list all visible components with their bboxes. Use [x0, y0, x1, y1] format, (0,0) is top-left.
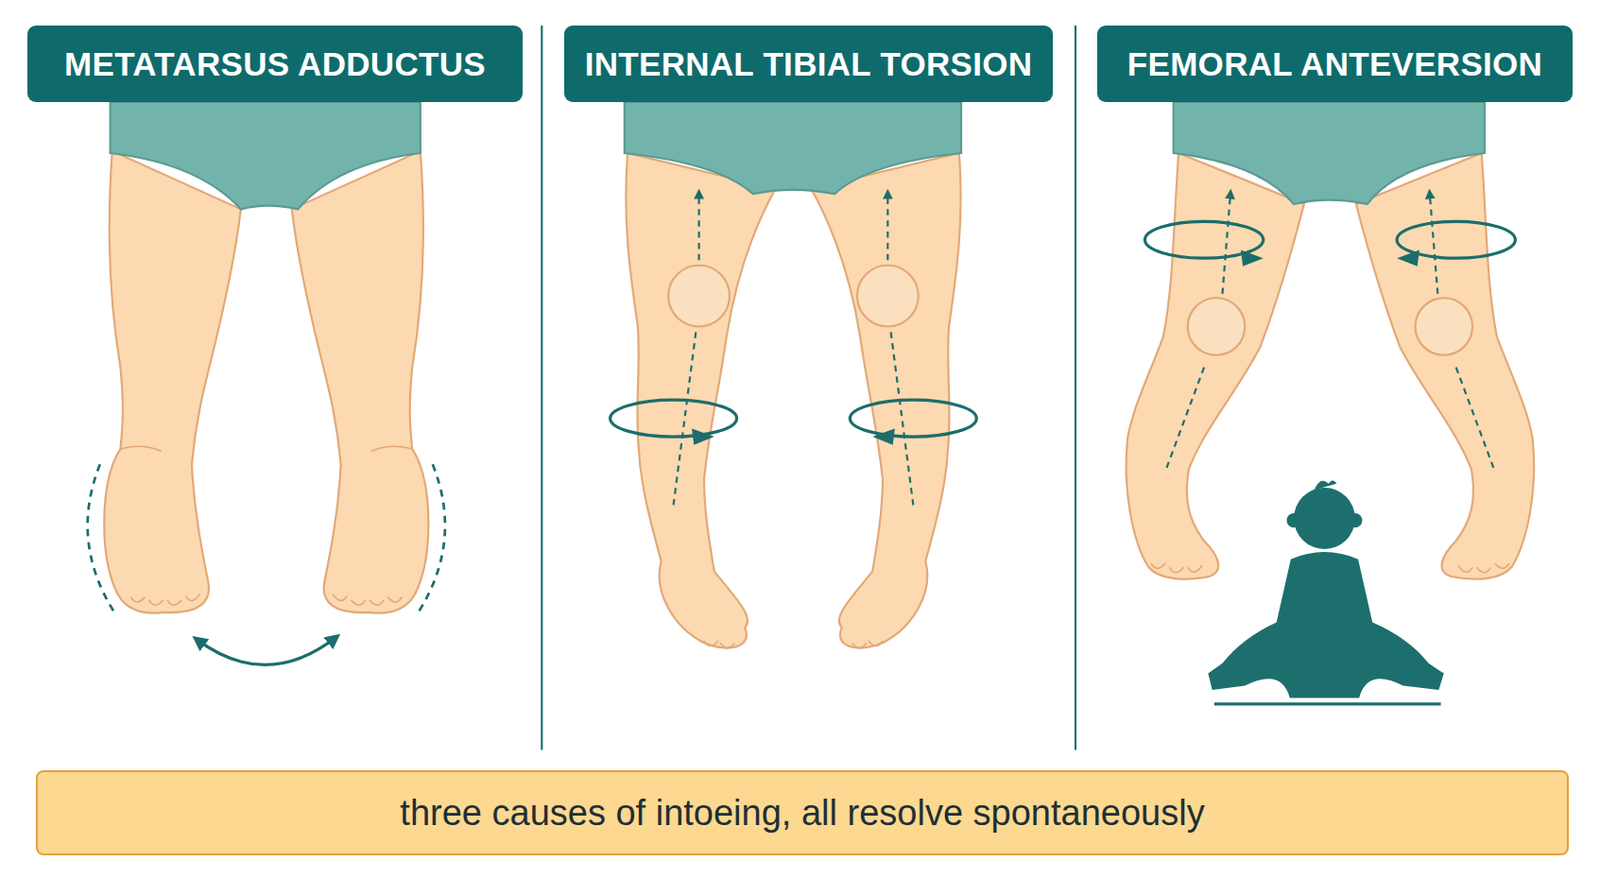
rotation-ring: [610, 399, 738, 437]
leg: [1126, 153, 1305, 580]
diaper: [624, 102, 962, 194]
header-text: FEMORAL ANTEVERSION: [1127, 45, 1543, 84]
axis-line: [673, 331, 697, 506]
curved-arrow: [195, 636, 337, 666]
dashed-arc: [87, 464, 115, 613]
header-text: METATARSUS ADDUCTUS: [64, 45, 486, 84]
axis-arrow: [698, 191, 701, 260]
ground-line: [1214, 702, 1442, 706]
leg-outline: [103, 151, 241, 614]
ring-arrowhead: [1240, 250, 1264, 267]
divider: [1074, 25, 1077, 751]
panel-header: FEMORAL ANTEVERSION: [1097, 25, 1573, 103]
drawing: [87, 25, 1534, 751]
child-hair: [1314, 481, 1338, 491]
ankle-crease: [120, 446, 161, 451]
w-sitting-child-icon: [1207, 481, 1444, 699]
leg-outline: [1126, 153, 1305, 580]
diaper: [1173, 102, 1485, 205]
leg: [292, 151, 430, 614]
leg: [810, 153, 977, 649]
child-body: [1207, 551, 1444, 698]
axis-arrow: [1221, 191, 1231, 294]
ring-arrowhead: [691, 428, 715, 445]
child-ear: [1287, 513, 1302, 528]
header-text: INTERNAL TIBIAL TORSION: [584, 45, 1033, 84]
child-ear: [1347, 513, 1362, 528]
toes: [130, 593, 200, 605]
panel-header: INTERNAL TIBIAL TORSION: [564, 25, 1053, 103]
leg: [1356, 153, 1534, 580]
toes: [704, 640, 735, 649]
knee: [1187, 297, 1245, 355]
summary-band: three causes of intoeing, all resolve sp…: [35, 770, 1569, 856]
diaper: [110, 102, 421, 209]
axis-line: [1165, 367, 1205, 472]
leg: [610, 153, 776, 649]
toes: [1151, 563, 1203, 573]
child-head: [1293, 487, 1356, 550]
caption-text: three causes of intoeing, all resolve sp…: [399, 792, 1205, 834]
knee: [668, 265, 730, 327]
divider: [540, 25, 543, 751]
leg: [103, 151, 241, 614]
panel-header: METATARSUS ADDUCTUS: [27, 25, 523, 103]
dashed-arc: [418, 464, 446, 613]
